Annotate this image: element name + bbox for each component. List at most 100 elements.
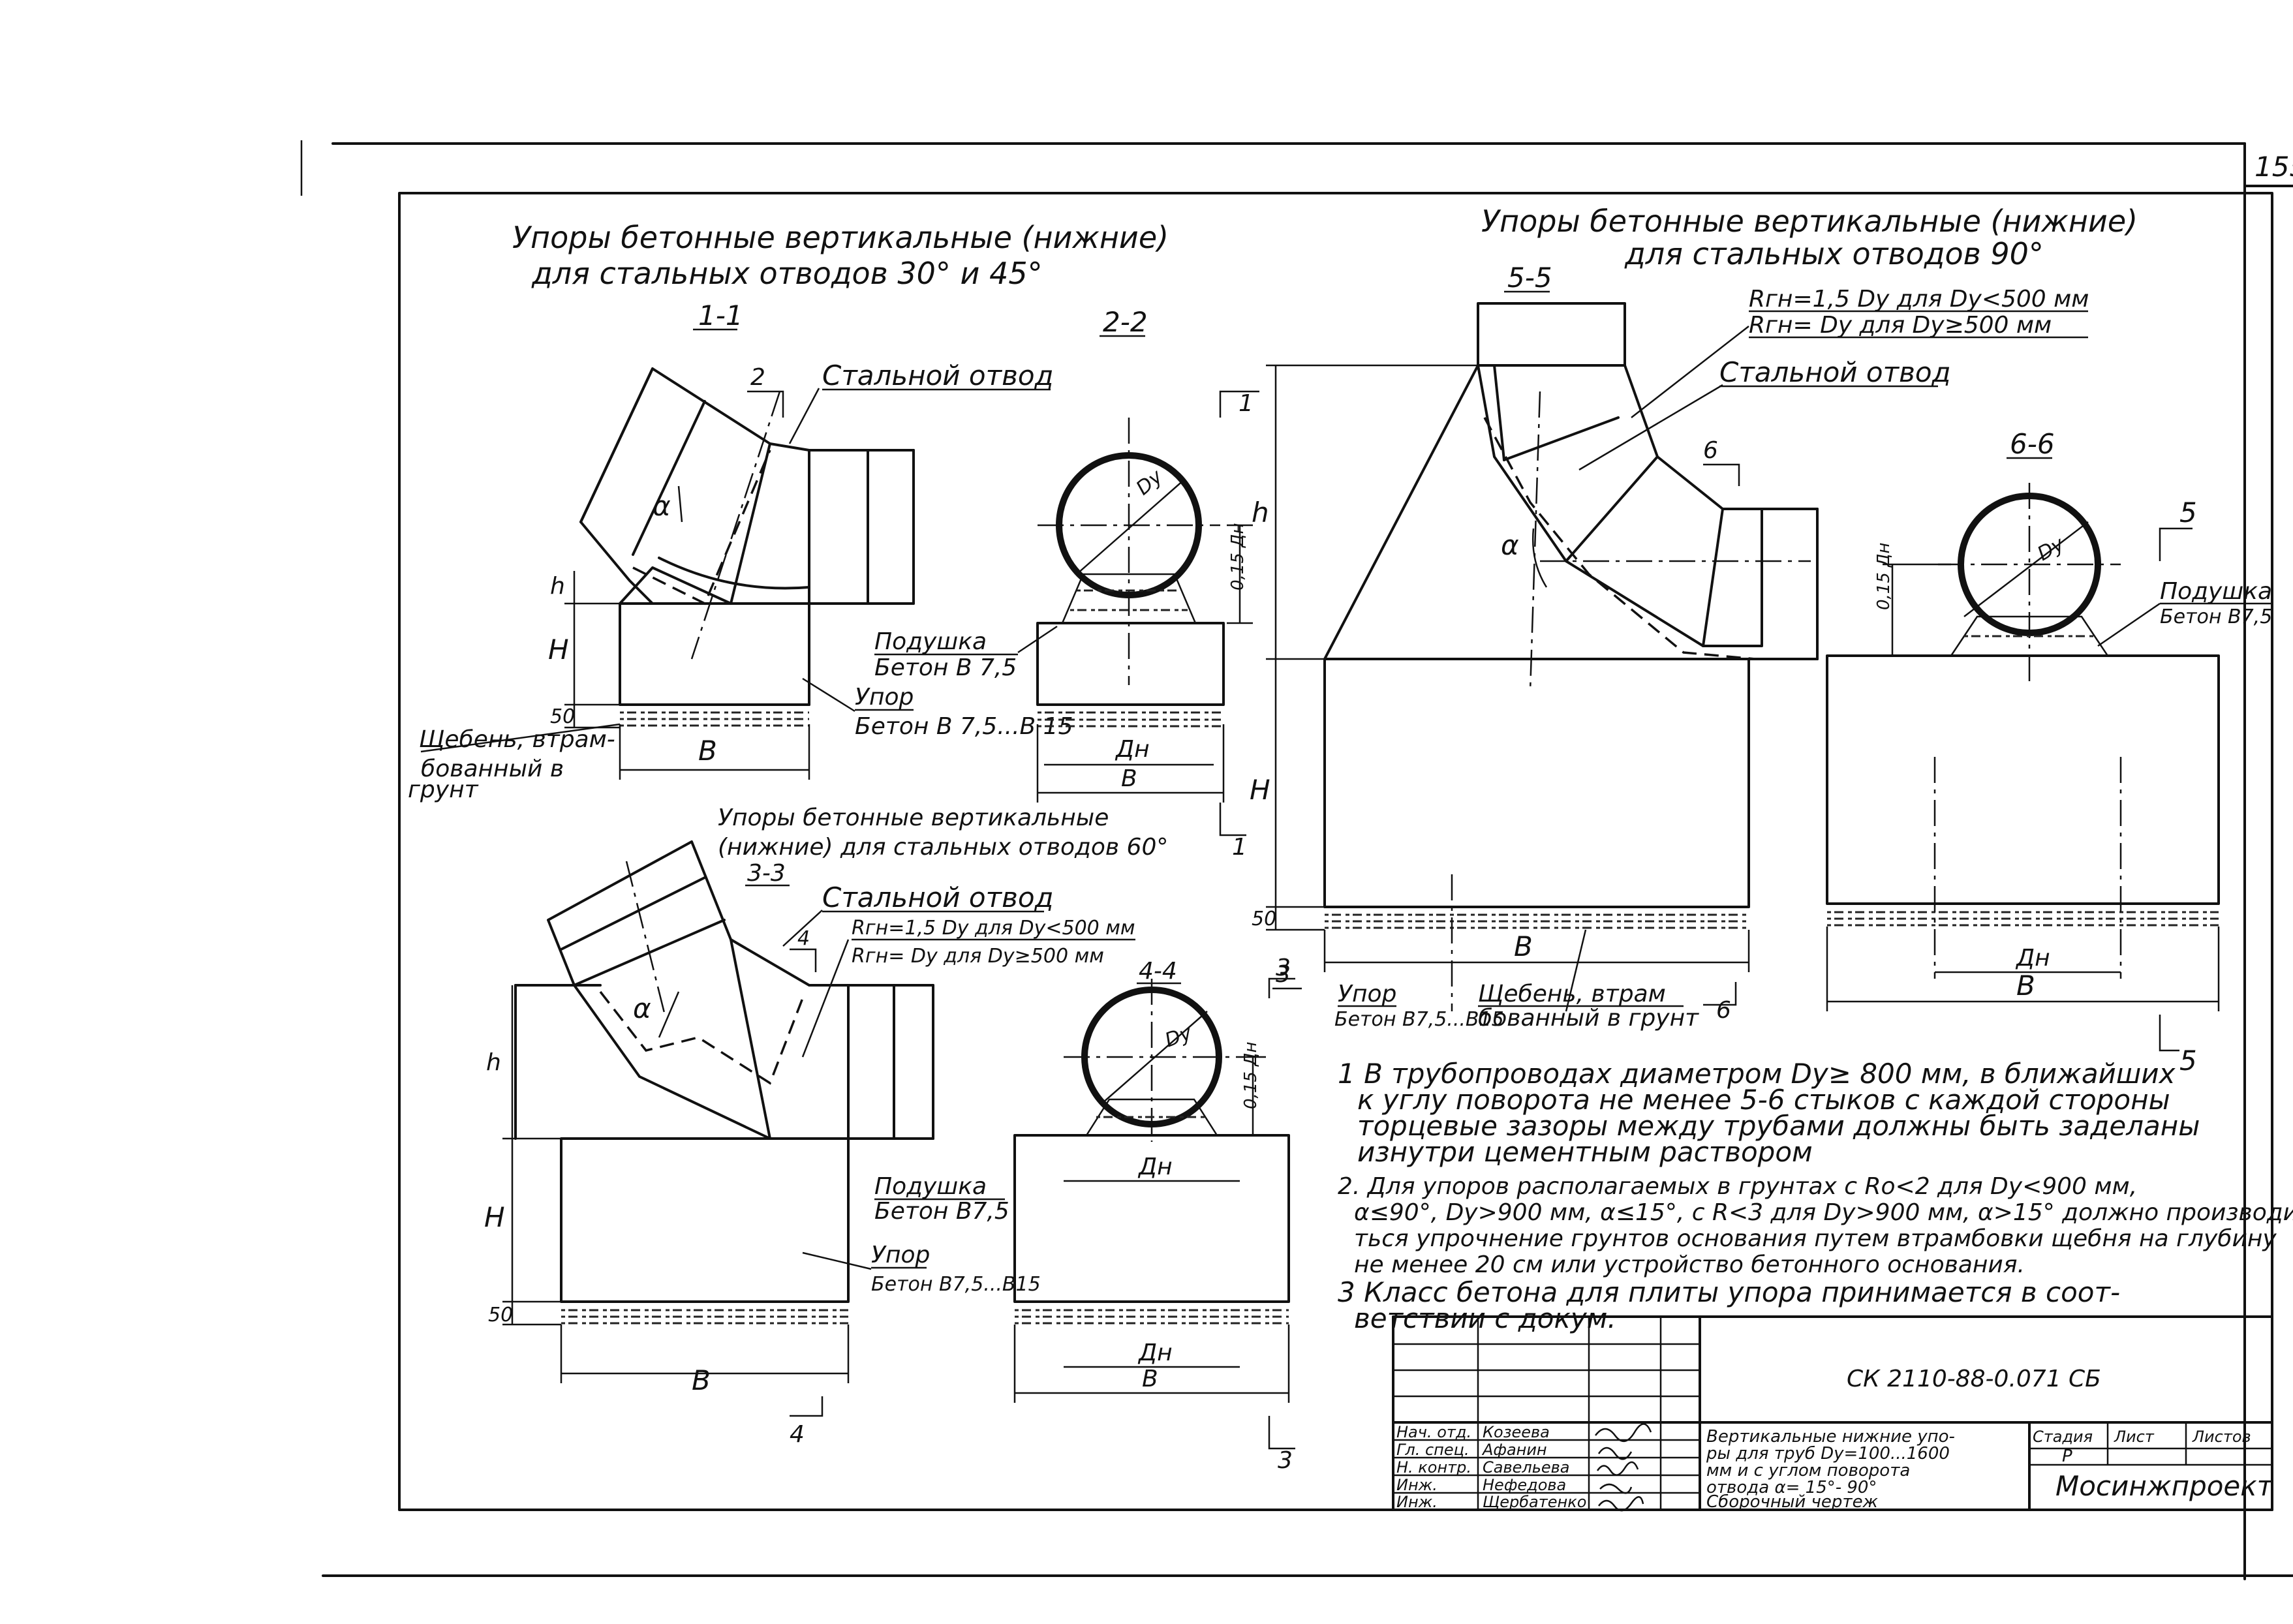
dim-B-2: В (1121, 765, 1137, 792)
stage-value: Р (2062, 1447, 2072, 1466)
title-left-line2: для стальных отводов 30° и 45° (531, 256, 1043, 291)
cut-mark-5-bottom: 5 (2179, 1045, 2197, 1077)
cut-mark-5-top: 5 (2179, 497, 2197, 529)
name-4: Нефедова (1483, 1476, 1566, 1494)
title-block: СК 2110-88-0.071 СБ Вертикальные нижние … (1392, 1315, 2274, 1512)
role-1: Нач. отд. (1396, 1423, 1471, 1441)
notes: 1 В трубопроводах диаметром Dу≥ 800 мм, … (1338, 1058, 2293, 1334)
cut-mark-2: 2 (750, 364, 765, 391)
dim-50-1: 50 (550, 705, 575, 728)
cut-mark-6-bottom: 6 (1716, 997, 1731, 1024)
col-sheet: Лист (2114, 1428, 2155, 1446)
label-stop-concrete-5: Бетон В7,5...В15 (1334, 1008, 1504, 1031)
role-5: Инж. (1396, 1493, 1438, 1511)
label-gravel-5b: бованный в грунт (1478, 1005, 1699, 1032)
label-pad-3: Подушка (874, 1173, 987, 1200)
note-line-9: 3 Класс бетона для плиты упора принимает… (1338, 1276, 2120, 1308)
role-4: Инж. (1396, 1476, 1438, 1494)
name-2: Афанин (1481, 1441, 1547, 1459)
cut-mark-3-bottom: 3 (1278, 1447, 1293, 1474)
section-6-6: 6-6 Dу 0,15 Дн Дн В 5 5 Подушка Бетон (1826, 428, 2272, 1077)
section-label-2-2: 2-2 (1103, 306, 1148, 338)
dim-B-3: В (692, 1364, 711, 1396)
desc-line-4: отвода α= 15°- 90° (1706, 1478, 1877, 1497)
label-pad-concrete-6: Бетон В7,5 (2160, 605, 2272, 628)
title-mid-line1: Упоры бетонные вертикальные (718, 804, 1109, 831)
section-label-6-6: 6-6 (2010, 428, 2055, 460)
cut-mark-3-side: 3 (1276, 961, 1291, 988)
sheet-frame: 1 5 5 (300, 140, 2293, 1580)
dim-B-1: В (698, 735, 717, 767)
label-rgn2-3: Rгн= Dу для Dу≥500 мм (852, 945, 1104, 968)
label-pad-concrete-3: Бетон В7,5 (874, 1198, 1009, 1225)
dim-h-5: h (1252, 497, 1269, 529)
desc-line-3: мм и с углом поворота (1706, 1461, 1910, 1480)
titles: Упоры бетонные вертикальные (нижние) для… (512, 204, 2138, 861)
cut-mark-4-bottom: 4 (790, 1421, 805, 1448)
dim-B-4: В (1142, 1366, 1158, 1392)
signatures (1595, 1423, 1652, 1512)
dim-dn-4b: Дн (1137, 1340, 1173, 1366)
note-line-10: ветствии с докум. (1354, 1302, 1616, 1334)
label-stop-1: Упор (855, 684, 914, 711)
org-name: Мосинжпроект (2055, 1470, 2274, 1502)
note-line-2: к углу поворота не менее 5-6 стыков с ка… (1357, 1084, 2170, 1116)
alpha-label-1: α (653, 490, 671, 522)
label-stop-3: Упор (871, 1242, 930, 1268)
role-2: Гл. спец. (1396, 1441, 1470, 1459)
note-line-6: α≤90°, Dу>900 мм, α≤15°, с R<3 для Dу>90… (1354, 1199, 2293, 1226)
dim-50-5: 50 (1252, 908, 1276, 930)
dim-H-3: H (484, 1201, 505, 1233)
label-pad-concrete-1: Бетон В 7,5 (874, 654, 1017, 681)
dim-H-5: H (1250, 774, 1270, 806)
note-line-5: 2. Для упоров располагаемых в грунтах с … (1338, 1173, 2137, 1200)
section-label-4-4: 4-4 (1139, 958, 1177, 985)
section-1-1: 1-1 α h H 50 В 2 (408, 299, 1073, 803)
section-2-2: 2-2 Dу 0,15 Дн Дн В 1 1 Подушка Бетон В … (874, 306, 1259, 861)
note-line-7: ться упрочнение грунтов основания путем … (1354, 1225, 2277, 1252)
label-steel-bend-1: Стальной отвод (822, 360, 1054, 391)
role-3: Н. контр. (1396, 1458, 1471, 1477)
label-gravel-l2: бованный в (421, 756, 564, 782)
dim-015dn-2: 0,15 Дн (1228, 523, 1248, 590)
dim-015dn-4: 0,15 Дн (1241, 1042, 1261, 1109)
section-label-1-1: 1-1 (698, 299, 743, 331)
section-3-3: 3-3 α h H 50 В 4 4 (484, 840, 1135, 1448)
label-rgn1-5: Rгн=1,5 Dу для Dу<500 мм (1749, 286, 2089, 313)
name-1: Козеева (1483, 1423, 1550, 1441)
title-right-line2: для стальных отводов 90° (1624, 236, 2044, 271)
note-line-4: изнутри цементным раствором (1357, 1136, 1813, 1168)
label-gravel-l1: Щебень, втрам- (419, 726, 615, 753)
section-4-4: 4-4 Dу Дн 0,15 Дн Дн В 3 3 (1013, 955, 1295, 1474)
dim-dy-6: Dу (2034, 532, 2069, 566)
dim-dy-2: Dу (1132, 465, 1168, 500)
title-mid-line2: (нижние) для стальных отводов 60° (718, 834, 1168, 861)
note-line-8: не менее 20 см или устройство бетонного … (1354, 1251, 2025, 1278)
cut-mark-6-top: 6 (1703, 437, 1718, 464)
alpha-label-5: α (1501, 529, 1519, 561)
label-gravel-l3: грунт (408, 776, 479, 803)
dim-dn-4a: Дн (1137, 1154, 1173, 1180)
sheet-number: 155 (2255, 151, 2293, 183)
col-stage: Стадия (2033, 1428, 2093, 1446)
label-rgn2-5: Rгн= Dу для Dу≥500 мм (1749, 312, 2052, 339)
section-5-5: 5-5 α h H 50 В (1250, 262, 2089, 1032)
desc-line-1: Вертикальные нижние упо- (1706, 1427, 1955, 1447)
dim-H-1: H (548, 634, 569, 666)
cut-mark-3-top: 3 (1276, 955, 1291, 981)
section-label-3-3: 3-3 (747, 860, 786, 887)
label-steel-bend-5: Стальной отвод (1719, 356, 1951, 388)
label-rgn1-3: Rгн=1,5 Dу для Dу<500 мм (852, 917, 1135, 940)
desc-line-2: ры для труб Dу=100...1600 (1706, 1444, 1950, 1463)
label-steel-bend-3: Стальной отвод (822, 881, 1054, 913)
dim-50-3: 50 (488, 1304, 513, 1326)
label-stop-concrete-3: Бетон В7,5...В15 (871, 1273, 1041, 1296)
note-line-3: торцевые зазоры между трубами должны быт… (1357, 1110, 2200, 1142)
name-3: Савельева (1483, 1458, 1569, 1477)
alpha-label-3: α (633, 992, 651, 1024)
cut-mark-1-top: 1 (1239, 390, 1254, 417)
label-pad-1: Подушка (874, 628, 987, 655)
col-sheets: Листов (2192, 1428, 2251, 1446)
title-right-line1: Упоры бетонные вертикальные (нижние) (1481, 204, 2138, 239)
